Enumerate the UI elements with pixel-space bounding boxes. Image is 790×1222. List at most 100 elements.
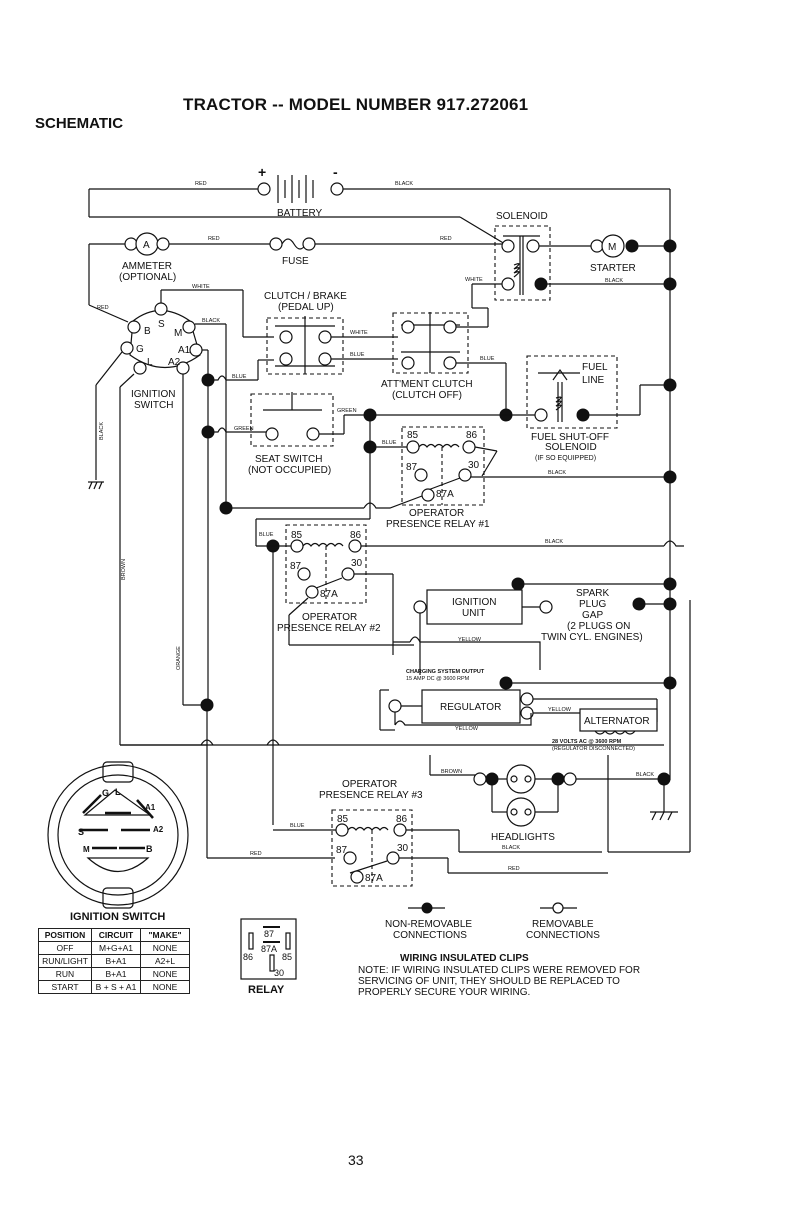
relay1-label-1: OPERATOR xyxy=(409,508,464,519)
charging-label-1: CHARGING SYSTEM OUTPUT xyxy=(406,669,485,675)
wire-label-blue: BLUE xyxy=(232,374,247,380)
ignition-table-title: IGNITION SWITCH xyxy=(70,911,166,923)
pin-30: 30 xyxy=(397,843,409,854)
table-header: CIRCUIT xyxy=(91,928,141,942)
spark-label-4: (2 PLUGS ON xyxy=(567,621,630,632)
operator-presence-relay-1: BLUE 85 86 87 30 87A BLACK OPERATOR PRES… xyxy=(232,415,677,530)
wire-label-blue: BLUE xyxy=(480,356,495,362)
starter: M STARTER BLACK xyxy=(590,234,677,780)
pin-86: 86 xyxy=(396,814,408,825)
wire-label-black: BLACK xyxy=(548,470,566,476)
relay2-label-2: PRESENCE RELAY #2 xyxy=(277,623,381,634)
ignition-unit: IGNITION UNIT SPARK PLUG GAP (2 PLUGS ON… xyxy=(393,577,677,675)
page-subtitle: SCHEMATIC xyxy=(35,115,124,132)
page-number: 33 xyxy=(348,1152,364,1168)
legend-removable-1: REMOVABLE xyxy=(532,919,594,930)
table-cell: RUN xyxy=(38,967,92,981)
terminal-b: B xyxy=(144,326,151,337)
headlights-label: HEADLIGHTS xyxy=(491,832,555,843)
table-cell: M+G+A1 xyxy=(91,941,141,955)
table-cell: OFF xyxy=(38,941,92,955)
fuse-label: FUSE xyxy=(282,256,309,267)
wire-label-red: RED xyxy=(208,236,220,242)
terminal-m: M xyxy=(174,328,182,339)
fuel-line-label-2: LINE xyxy=(582,375,605,386)
seat-switch: GREEN GREEN SEAT SWITCH (NOT OCCUPIED) xyxy=(234,392,377,476)
relay-legend-title: RELAY xyxy=(248,984,285,996)
ignition-switch-label-1: IGNITION xyxy=(131,389,175,400)
relay-legend: 87 87A 86 85 30 RELAY xyxy=(240,918,297,996)
battery-minus: - xyxy=(333,164,338,180)
ignition-switch-connector-drawing: G L A1 A2 S M B xyxy=(47,761,189,909)
switch-label-a1: A1 xyxy=(145,803,156,812)
clutch-brake-switch: CLUTCH / BRAKE (PEDAL UP) WHITE BLUE xyxy=(264,291,398,375)
pin-30: 30 xyxy=(351,558,363,569)
table-cell: B+A1 xyxy=(91,967,141,981)
pin-30: 30 xyxy=(468,460,480,471)
table-header: "MAKE" xyxy=(140,928,190,942)
ground-icon xyxy=(88,481,104,490)
pin-86: 86 xyxy=(466,430,478,441)
wire-label-red: RED xyxy=(440,236,452,242)
table-header: POSITION xyxy=(38,928,92,942)
wire-label-orange: ORANGE xyxy=(176,646,182,670)
clutch-brake-note: (PEDAL UP) xyxy=(278,302,334,313)
battery-plus: + xyxy=(258,164,266,180)
relay3-label-1: OPERATOR xyxy=(342,779,397,790)
removable-connection-icon xyxy=(552,902,564,914)
alt-note-1: 28 VOLTS AC @ 3600 RPM xyxy=(552,739,622,745)
table-cell: NONE xyxy=(140,967,190,981)
switch-label-a2: A2 xyxy=(153,825,164,834)
regulator: CHARGING SYSTEM OUTPUT 15 AMP DC @ 3600 … xyxy=(379,669,677,752)
terminal-a2: A2 xyxy=(168,357,181,368)
wire-label-black: BLACK xyxy=(202,318,220,324)
fuel-shutoff-note: (IF SO EQUIPPED) xyxy=(535,455,596,462)
wire-label-white: WHITE xyxy=(350,330,368,336)
fuel-shutoff-label: FUEL SHUT-OFF xyxy=(531,432,609,443)
wire-label-green: GREEN xyxy=(234,426,254,432)
ignition-switch-table: POSITION CIRCUIT "MAKE" OFF M+G+A1 NONE … xyxy=(38,928,190,994)
charging-label-2: 15 AMP DC @ 3600 RPM xyxy=(406,676,470,682)
switch-label-g: G xyxy=(102,788,109,798)
battery: + - BATTERY RED BLACK xyxy=(88,164,671,245)
relay-pin-30: 30 xyxy=(274,968,284,978)
wire-label-black: BLACK xyxy=(605,278,623,284)
wire-label-white: WHITE xyxy=(192,284,210,290)
relay1-label-2: PRESENCE RELAY #1 xyxy=(386,519,490,530)
table-row: OFF M+G+A1 NONE xyxy=(38,941,190,955)
wire-label-yellow: YELLOW xyxy=(458,637,482,643)
alternator-label: ALTERNATOR xyxy=(584,716,650,727)
terminal-g: G xyxy=(136,344,144,355)
pin-87: 87 xyxy=(406,462,418,473)
pin-85: 85 xyxy=(291,530,303,541)
relay-pin-85: 85 xyxy=(282,952,292,962)
wire-label-brown: BROWN xyxy=(121,559,127,580)
legend-clips-title: WIRING INSULATED CLIPS xyxy=(400,953,529,964)
non-removable-connection-icon xyxy=(421,902,433,914)
terminal-s: S xyxy=(158,319,165,330)
pin-85: 85 xyxy=(407,430,419,441)
spark-label-2: PLUG xyxy=(579,599,606,610)
ammeter: A AMMETER (OPTIONAL) RED xyxy=(88,232,270,305)
starter-label: STARTER xyxy=(590,263,636,274)
ignition-switch-label-2: SWITCH xyxy=(134,400,173,411)
regulator-label: REGULATOR xyxy=(440,702,501,713)
headlights: BROWN HEADLIGHTS BLACK xyxy=(429,600,691,853)
spark-label-1: SPARK xyxy=(576,588,609,599)
seat-switch-note: (NOT OCCUPIED) xyxy=(248,465,331,476)
relay-pin-86: 86 xyxy=(243,952,253,962)
wire-label-white: WHITE xyxy=(465,277,483,283)
operator-presence-relay-2: BLUE 85 86 87 30 87A BLACK OPERATOR PRES… xyxy=(255,508,684,825)
wire-label-black: BLACK xyxy=(636,772,654,778)
wire-label-black: BLACK xyxy=(395,181,413,187)
relay-pin-87a: 87A xyxy=(261,944,277,954)
wire-label-yellow: YELLOW xyxy=(455,726,479,732)
ground-icon xyxy=(650,811,678,821)
wire-label-blue: BLUE xyxy=(382,440,397,446)
relay-pin-87: 87 xyxy=(264,929,274,939)
table-cell: NONE xyxy=(140,941,190,955)
ammeter-symbol: A xyxy=(143,240,150,251)
table-row: RUN B+A1 NONE xyxy=(38,967,190,981)
table-row: START B + S + A1 NONE xyxy=(38,980,190,994)
